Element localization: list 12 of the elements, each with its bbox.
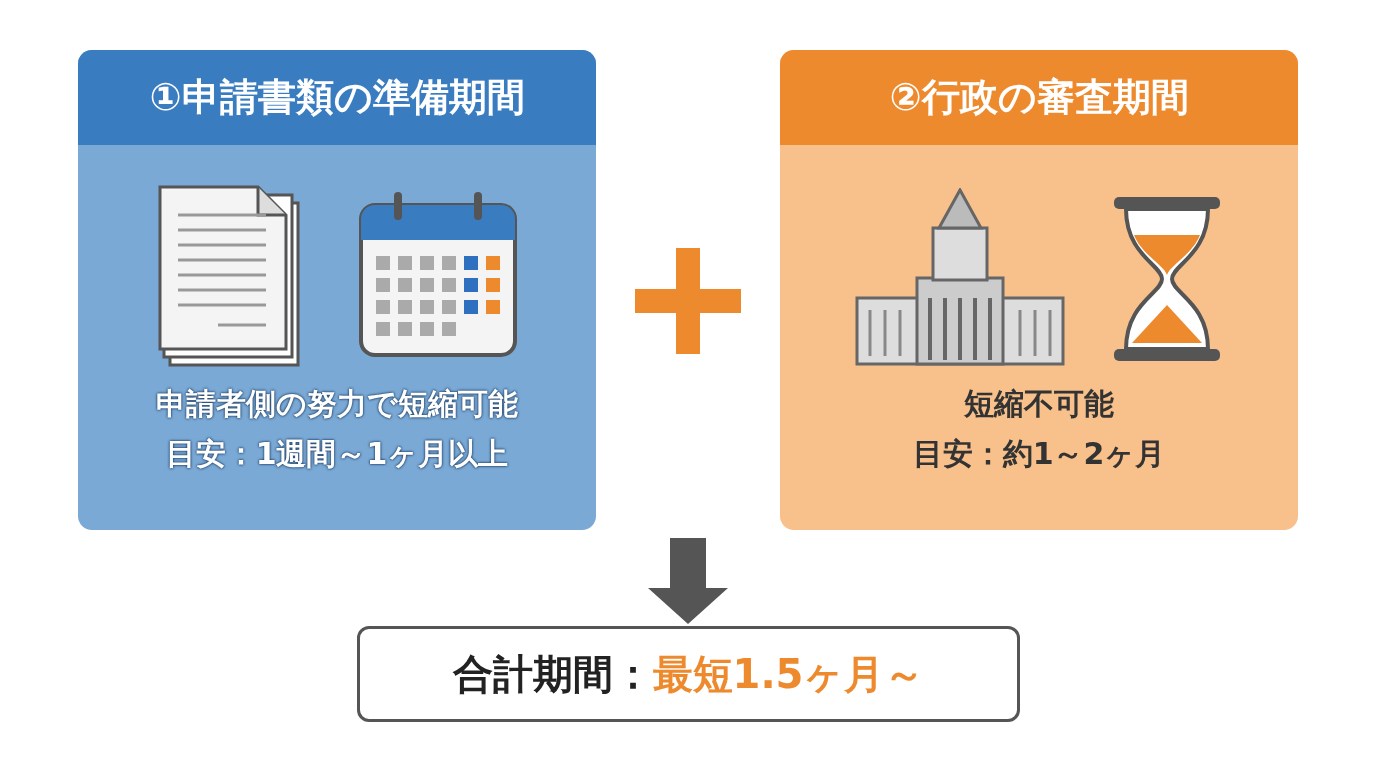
card-text: 申請者側の努力で短縮可能 [155, 385, 519, 423]
card-text: 短縮不可能 [963, 385, 1115, 423]
info-card [780, 50, 1298, 530]
card-text: 目安：1週間～1ヶ月以上 [164, 435, 510, 473]
card-header: ①申請書類の準備期間 [78, 50, 596, 145]
info-card [78, 50, 596, 530]
total-label: 合計期間： [452, 649, 653, 699]
card-text: 目安：約1～2ヶ月 [911, 435, 1167, 473]
card-header: ②行政の審査期間 [780, 50, 1298, 145]
total-box [357, 626, 1020, 722]
total-value: 最短1.5ヶ月～ [652, 649, 925, 699]
arrow [648, 538, 728, 624]
